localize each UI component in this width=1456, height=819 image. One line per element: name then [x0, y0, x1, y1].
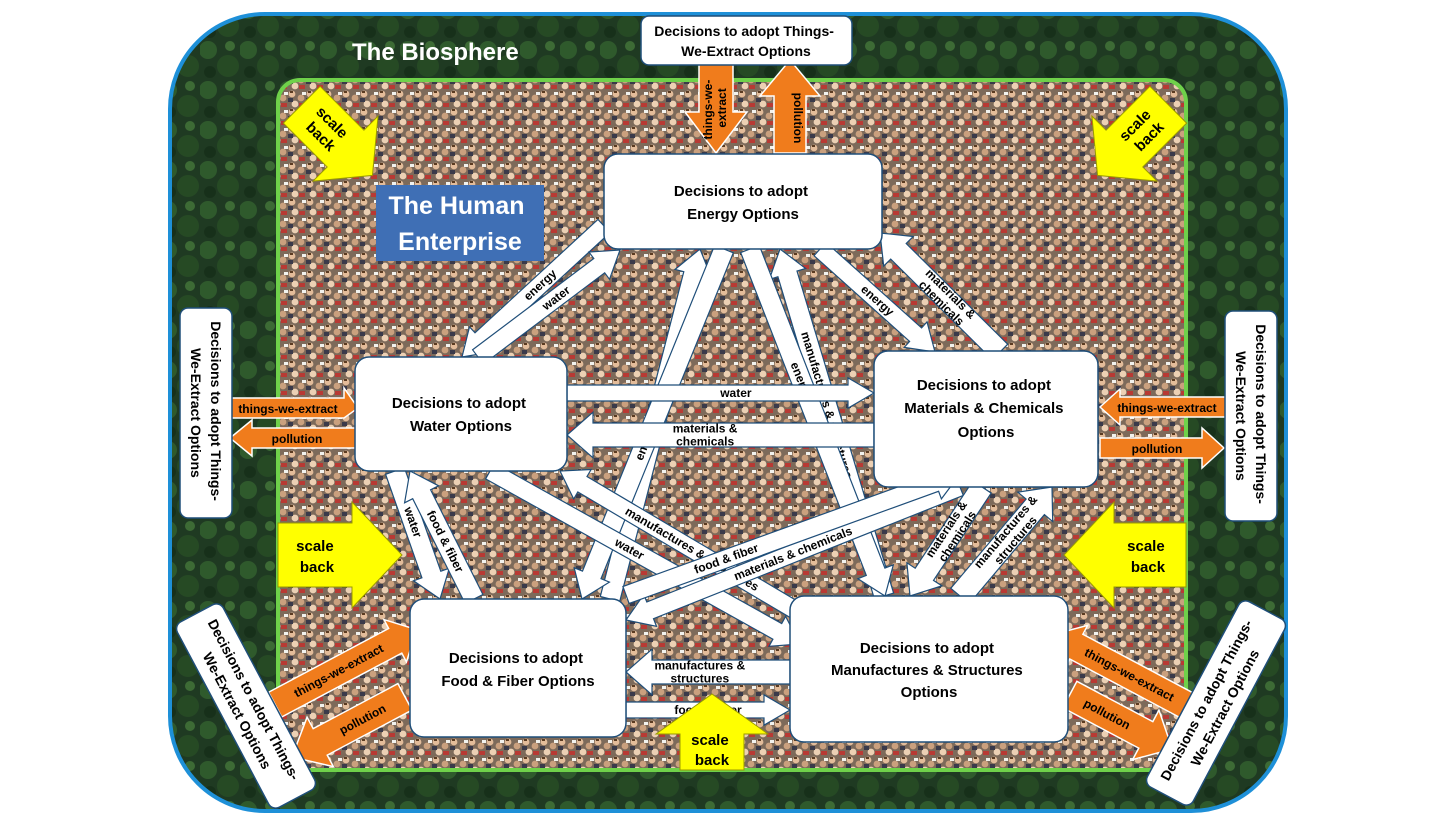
svg-text:things-we-extract: things-we-extract	[1117, 401, 1216, 415]
top-extract-arrow: things-we- extract	[683, 63, 749, 155]
svg-text:Decisions to adopt Things-: Decisions to adopt Things- We-Extract Op…	[188, 321, 224, 505]
svg-text:Decisions to adopt Energ: Decisions to adopt Energy Options	[674, 183, 812, 223]
svg-text:Decisions to adopt Water: Decisions to adopt Water Options	[392, 395, 530, 435]
scale-back-arrow-bottom: scale back	[654, 693, 770, 771]
flow-label-manufactures-to-food: manufactures &structures	[654, 659, 745, 686]
node-food-fiber: Decisions to adopt Food & Fiber Options	[409, 598, 627, 738]
svg-text:things-we-extract: things-we-extract	[238, 402, 337, 416]
node-water: Decisions to adopt Water Options	[354, 356, 568, 472]
svg-text:pollution: pollution	[272, 432, 323, 446]
svg-text:pollution: pollution	[1132, 442, 1183, 456]
right-pollution-arrow: pollution	[1099, 426, 1226, 470]
svg-text:pollution: pollution	[791, 93, 805, 144]
flow-arrow-materials-to-water	[566, 410, 875, 460]
svg-text:Decisions to adopt Things-: Decisions to adopt Things- We-Extract Op…	[1233, 324, 1269, 508]
right-extract-arrow: things-we-extract	[1098, 387, 1229, 427]
scale-back-arrow-right: scale back	[1063, 500, 1187, 610]
flow-label-materials-to-water: materials &chemicals	[673, 422, 738, 449]
flow-arrow-food-to-water	[403, 470, 484, 605]
flow-arrow-energy-to-materials	[813, 241, 936, 353]
flow-arrow-materials-to-food	[624, 477, 965, 628]
svg-text:Decisions to adopt Food: Decisions to adopt Food & Fiber Options	[441, 650, 594, 690]
external-box-left: Decisions to adopt Things- We-Extract Op…	[179, 307, 233, 519]
flow-arrow-manufactures-to-food	[625, 647, 791, 697]
svg-text:scale back: scale back	[1127, 538, 1169, 576]
external-box-top: Decisions to adopt Things- We-Extract Op…	[640, 15, 853, 66]
flow-label-water-to-materials: water	[719, 386, 752, 400]
node-energy: Decisions to adopt Energy Options	[603, 153, 883, 250]
node-materials-chemicals: Decisions to adopt Materials & Chemicals…	[873, 350, 1099, 488]
left-pollution-arrow: pollution	[228, 418, 357, 458]
svg-text:scale back: scale back	[691, 732, 733, 769]
biosphere-title: The Biosphere	[352, 39, 519, 66]
top-pollution-arrow: pollution	[758, 58, 822, 154]
svg-text:Decisions to adopt Manuf: Decisions to adopt Manufactures & Struct…	[831, 640, 1027, 701]
flow-arrow-manufactures-to-materials	[949, 486, 1054, 605]
svg-text:Decisions to adopt Mater: Decisions to adopt Materials & Chemicals…	[904, 377, 1067, 441]
node-manufactures-structures: Decisions to adopt Manufactures & Struct…	[789, 595, 1069, 743]
flow-arrow-materials-to-manufactures	[906, 480, 993, 597]
human-enterprise-title-box	[376, 185, 544, 261]
flow-arrow-water-to-energy	[471, 249, 621, 366]
flow-arrow-water-to-materials	[566, 376, 876, 410]
external-box-right: Decisions to adopt Things- We-Extract Op…	[1224, 310, 1278, 522]
scale-back-arrow-left: scale back	[277, 500, 403, 610]
svg-text:Decisions to adopt Things-: Decisions to adopt Things- We-Extract Op…	[654, 23, 838, 59]
human-enterprise-title: The Human Enterprise	[388, 192, 531, 256]
flow-arrow-materials-to-energy	[879, 232, 1009, 361]
svg-text:scale back: scale back	[296, 538, 338, 576]
svg-text:things-we- extract: things-we- extract	[701, 76, 729, 139]
